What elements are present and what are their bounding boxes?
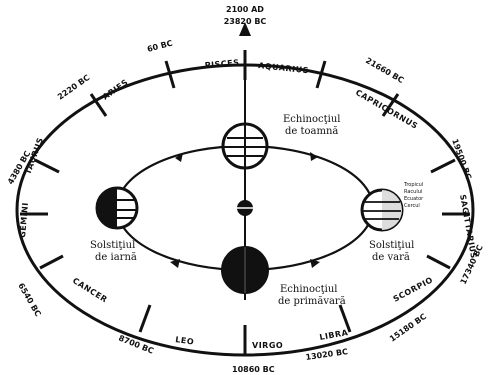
tiny-label-1: Tropicul (403, 182, 423, 188)
spring-equinox-line1: Echinocţiul (280, 284, 337, 295)
top-date-ad: 2100 AD (226, 5, 264, 14)
zodiac-scorpio: SCORPIO (392, 275, 435, 303)
zodiac-virgo: VIRGO (252, 341, 283, 350)
autumn-equinox-line1: Echinocţiul (283, 114, 340, 125)
spring-equinox-line2: de primăvară (278, 296, 346, 307)
winter-solstice-line2: de iarnă (95, 252, 137, 263)
earth-summer-icon (362, 190, 402, 230)
date-6540bc: 6540 BC (16, 282, 42, 319)
tiny-label-2: Racului (404, 189, 422, 195)
date-60bc: 60 BC (146, 39, 173, 54)
date-21660bc: 21660 BC (364, 56, 405, 85)
zodiac-leo: LEO (175, 335, 195, 347)
summer-solstice-line2: de vară (372, 252, 410, 263)
zodiac-aries: ARIES (101, 78, 130, 102)
tiny-label-3: Ecuator (404, 196, 424, 202)
sun-icon (237, 200, 253, 216)
earth-autumn-icon (223, 124, 267, 168)
summer-solstice-line1: Solstiţiul (369, 240, 414, 251)
zodiac-aquarius: AQUARIUS (258, 61, 309, 75)
earth-spring-icon (222, 247, 268, 293)
autumn-equinox-line2: de toamnă (285, 126, 338, 137)
zodiac-cancer: CANCER (71, 276, 109, 304)
tiny-label-4: Cercul (404, 203, 420, 209)
date-2220bc: 2220 BC (56, 73, 92, 102)
earth-winter-icon (97, 188, 137, 228)
date-15180bc: 15180 BC (388, 312, 428, 344)
winter-solstice-line1: Solstiţiul (90, 240, 135, 251)
zodiac-pisces: PISCES (204, 58, 239, 70)
top-date-bc: 23820 BC (224, 17, 267, 26)
date-10860bc: 10860 BC (232, 365, 275, 374)
zodiac-gemini: GEMINI (18, 202, 30, 238)
